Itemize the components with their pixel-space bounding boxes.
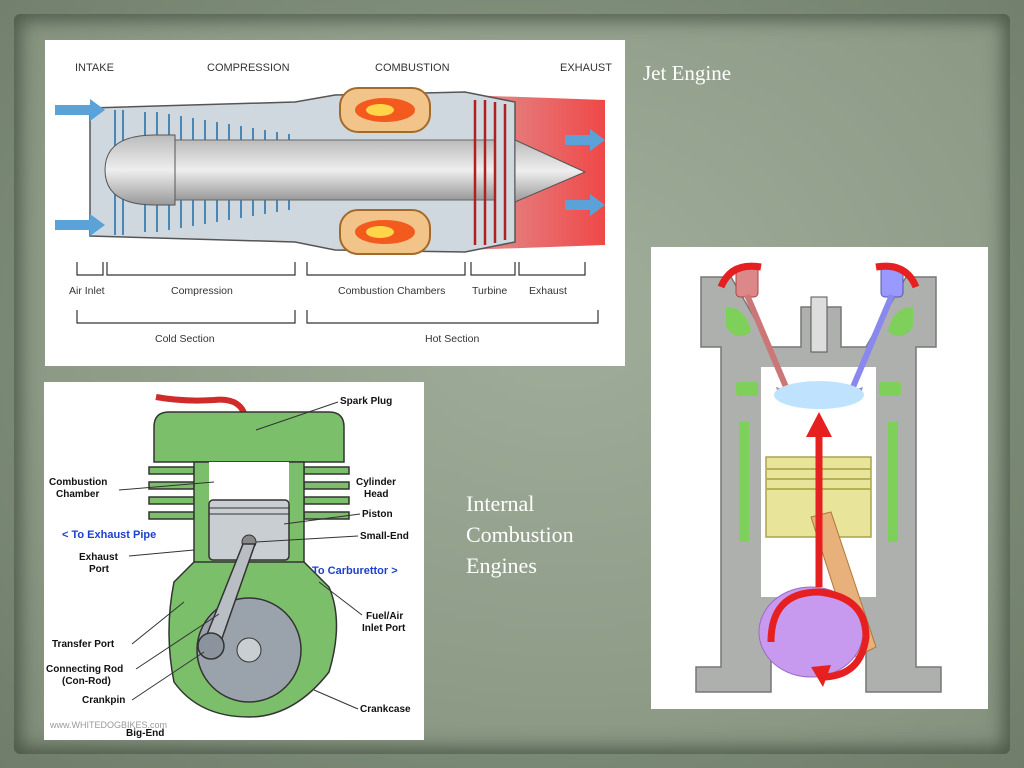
label-fuel-air-1: Fuel/Air bbox=[366, 611, 403, 622]
label-con-rod-2: (Con-Rod) bbox=[62, 676, 111, 687]
caption-internal-combustion: Internal Combustion Engines bbox=[466, 488, 574, 581]
part-exhaust: Exhaust bbox=[529, 285, 567, 297]
label-small-end: Small-End bbox=[360, 531, 409, 542]
two-stroke-diagram: Spark Plug Combustion Chamber Cylinder H… bbox=[44, 382, 424, 740]
part-air-inlet: Air Inlet bbox=[69, 285, 105, 297]
section-cold: Cold Section bbox=[155, 333, 215, 345]
section-hot: Hot Section bbox=[425, 333, 479, 345]
piston-engine-diagram bbox=[651, 247, 988, 709]
motion-arrows bbox=[717, 262, 920, 681]
label-con-rod-1: Connecting Rod bbox=[46, 664, 123, 675]
label-crankpin: Crankpin bbox=[82, 695, 125, 706]
arrow-heads bbox=[806, 412, 832, 687]
part-compression: Compression bbox=[171, 285, 233, 297]
crankpin bbox=[197, 632, 225, 660]
label-combustion-chamber-1: Combustion bbox=[49, 477, 107, 488]
combustion-chamber bbox=[209, 462, 289, 502]
label-exhaust-port-1: Exhaust bbox=[79, 552, 119, 563]
caption-ice-line-2: Combustion bbox=[466, 522, 574, 547]
water-jackets bbox=[726, 307, 913, 542]
caption-jet-engine: Jet Engine bbox=[643, 61, 732, 85]
cylinder-head bbox=[153, 411, 345, 463]
label-exhaust-port-2: Port bbox=[89, 564, 110, 575]
piston-engine-svg bbox=[695, 262, 942, 693]
turbine-blades bbox=[473, 100, 507, 245]
stage-combustion: COMBUSTION bbox=[375, 62, 450, 74]
combustion-chamber-top bbox=[339, 87, 431, 133]
label-cylinder-head-2: Head bbox=[364, 489, 388, 500]
part-turbine: Turbine bbox=[472, 285, 507, 297]
stage-exhaust: EXHAUST bbox=[560, 62, 612, 74]
label-cylinder-head-1: Cylinder bbox=[356, 477, 396, 488]
combustion-glow bbox=[774, 381, 864, 409]
spark-plug bbox=[810, 296, 828, 353]
part-brackets bbox=[76, 262, 599, 324]
part-combustion-chambers: Combustion Chambers bbox=[338, 285, 445, 297]
caption-ice-line-3: Engines bbox=[466, 553, 537, 578]
spark-plug-lead bbox=[155, 394, 249, 423]
combustion-chamber-bottom bbox=[339, 209, 431, 255]
label-crankcase: Crankcase bbox=[360, 704, 411, 715]
label-transfer-port: Transfer Port bbox=[52, 639, 115, 650]
stage-intake: INTAKE bbox=[75, 62, 114, 74]
label-fuel-air-2: Inlet Port bbox=[362, 623, 406, 634]
label-spark-plug: Spark Plug bbox=[340, 396, 392, 407]
stage-compression: COMPRESSION bbox=[207, 62, 290, 74]
shaft bbox=[164, 139, 496, 201]
air-flow-arrows bbox=[55, 99, 605, 236]
nose-cone bbox=[104, 134, 176, 206]
label-big-end: Big-End bbox=[126, 728, 164, 739]
two-stroke-svg: Spark Plug Combustion Chamber Cylinder H… bbox=[46, 394, 411, 739]
jet-engine-svg: INTAKE COMPRESSION COMBUSTION EXHAUST bbox=[55, 62, 612, 345]
crank-hub bbox=[236, 637, 262, 663]
caption-ice-line-1: Internal bbox=[466, 491, 535, 516]
label-piston: Piston bbox=[362, 509, 393, 520]
tail-cone bbox=[514, 139, 587, 203]
label-combustion-chamber-2: Chamber bbox=[56, 489, 99, 500]
jet-engine-diagram: INTAKE COMPRESSION COMBUSTION EXHAUST bbox=[45, 40, 625, 366]
watermark: www.WHITEDOGBIKES.com bbox=[49, 720, 167, 730]
label-to-exhaust: < To Exhaust Pipe bbox=[62, 529, 156, 541]
label-to-carb: To Carburettor > bbox=[312, 565, 398, 577]
